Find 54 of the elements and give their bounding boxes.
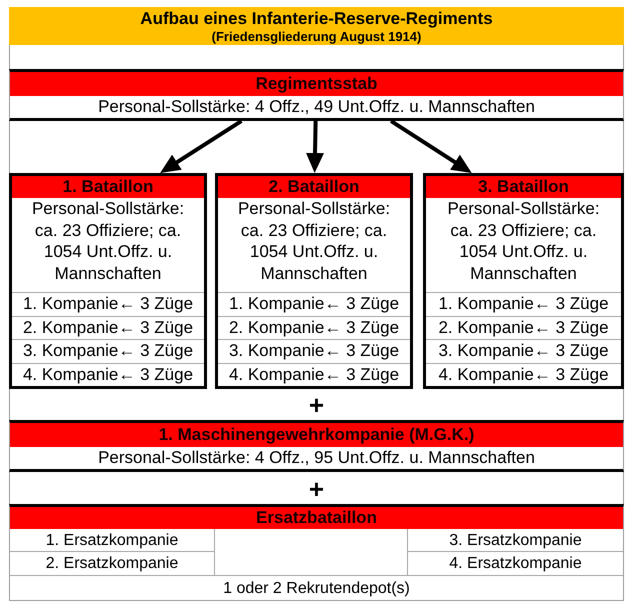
company-row [426,292,621,316]
table-cell [10,529,215,552]
company-row [218,316,410,339]
company-label: 1. Kompanie← 3 Züge [228,294,400,314]
company-label: 1. Ersatzkompanie [46,530,178,550]
company-row [426,316,621,339]
company-row [218,362,410,386]
unit-heading: Regimentsstab [256,74,378,94]
company-row [218,339,410,362]
strength-text: Personal-Sollstärke: 4 Offz., 95 Unt.Offz. u. Mannschaften [98,448,535,468]
unit-heading: Ersatzbataillon [256,508,377,528]
table-cell [407,529,623,552]
company-label: 3. Kompanie← 3 Züge [22,341,194,362]
unit-heading: 1. Bataillon [62,177,154,197]
battalion-panel [9,173,207,389]
company-label: 2. Kompanie← 3 Züge [438,318,609,338]
battalion-panel [423,173,624,389]
company-label: 1. Kompanie← 3 Züge [438,294,609,314]
unit-heading: 2. Bataillon [268,177,360,197]
company-label: 4. Kompanie← 3 Züge [228,364,400,385]
plus-sign: + [308,476,324,502]
company-label: 4. Kompanie← 3 Züge [438,364,609,385]
company-row [12,362,204,386]
subtitle-text: (Friedensgliederung August 1914) [212,28,422,44]
company-label: 4. Kompanie← 3 Züge [22,364,194,385]
diagram-title: Aufbau eines Infanterie-Reserve-Regiments [140,8,493,28]
unit-panel [9,69,624,121]
strength-text: Personal-Sollstärke: 4 Offz., 49 Unt.Offz. u. Mannschaften [98,97,535,117]
strength-text: Personal-Sollstärke: ca. 23 Offiziere; ca. 1054 Unt.Offz. u. Mannschaften [446,198,601,284]
company-label: 1 oder 2 Rekrutendepot(s) [223,578,410,598]
arrow [306,120,324,174]
unit-heading: 1. Maschinengewehrkompanie (M.G.K.) [158,425,474,445]
company-label: 4. Ersatzkompanie [449,554,582,573]
strength-text: Personal-Sollstärke: ca. 23 Offiziere; ca. 1054 Unt.Offz. u. Mannschaften [30,198,186,284]
company-label: 3. Kompanie← 3 Züge [438,341,609,362]
company-label: 2. Kompanie← 3 Züge [228,318,400,338]
battalion-panel [215,173,413,389]
company-label: 3. Kompanie← 3 Züge [228,341,400,362]
company-label: 2. Ersatzkompanie [46,554,178,573]
company-row [12,339,204,362]
arrow [390,119,473,175]
company-row [426,339,621,362]
company-row [426,362,621,386]
plus-sign: + [308,392,324,418]
company-label: 2. Kompanie← 3 Züge [22,318,194,338]
company-row [218,292,410,316]
company-label: 3. Ersatzkompanie [449,530,582,550]
unit-heading: 3. Bataillon [478,177,569,197]
unit-panel [9,420,624,472]
company-row [12,316,204,339]
strength-text: Personal-Sollstärke: ca. 23 Offiziere; ca. 1054 Unt.Offz. u. Mannschaften [236,198,392,284]
arrow [159,119,243,175]
company-label: 1. Kompanie← 3 Züge [22,294,194,314]
company-row [12,292,204,316]
